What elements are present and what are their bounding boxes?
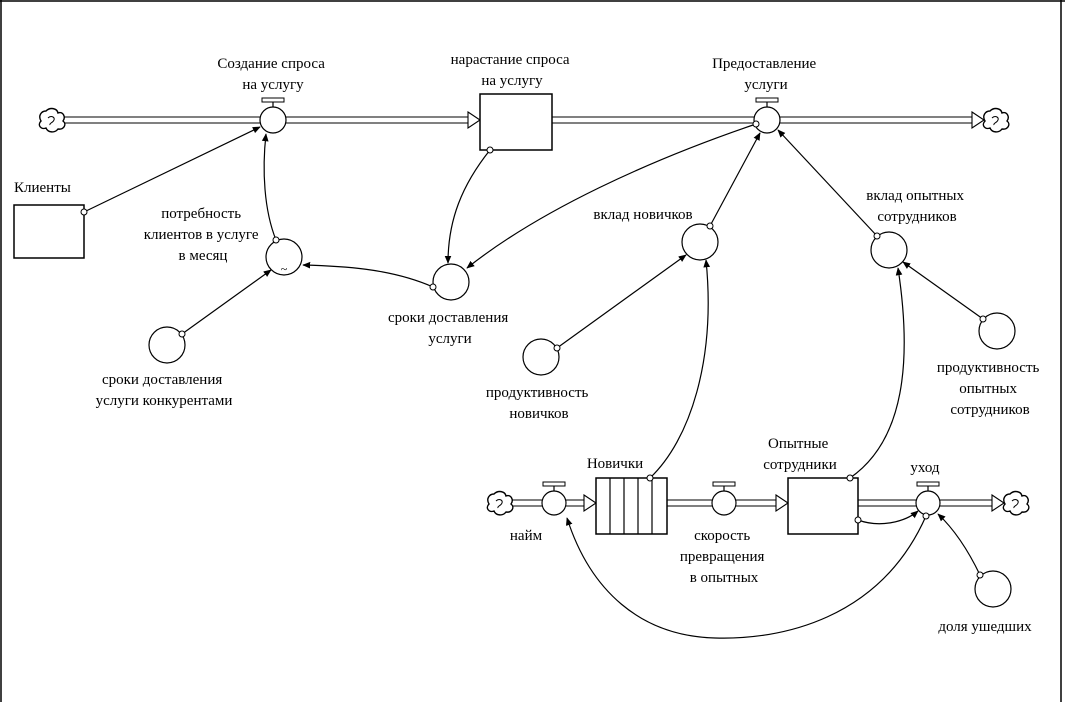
variable-sroki-konkurentov[interactable]	[148, 326, 186, 364]
variable-dolya-ushedshih-label: доля ушедших	[938, 619, 1032, 635]
connector-arrow	[302, 261, 434, 288]
demand-flow-chain: Создание спроса на услугу нарастание спр…	[38, 52, 1010, 151]
variable-produktivnost-novichkov-label: продуктивность новичков	[486, 385, 592, 422]
flow-sozdanie-sprosa[interactable]	[259, 97, 287, 134]
flow-naim[interactable]	[541, 481, 567, 516]
variable-sroki-dostavleniya-label: сроки доставления услуги	[388, 310, 512, 347]
variable-produktivnost-opytnyh[interactable]	[978, 312, 1016, 350]
variable-vklad-novichkov-label: вклад новичков	[593, 207, 692, 223]
variable-vklad-opytnyh[interactable]	[870, 231, 908, 269]
variable-dolya-ushedshih[interactable]	[974, 570, 1012, 608]
variable-potrebnost-label: потребность клиентов в услуге в месяц	[144, 206, 263, 264]
flow-sozdanie-label: Создание спроса на услугу	[217, 56, 328, 93]
flow-valve-icon	[753, 106, 781, 134]
flow-skorost-prevrashcheniya[interactable]	[711, 481, 737, 516]
connector-arrow	[849, 267, 905, 479]
variable-potrebnost[interactable]	[265, 238, 303, 276]
stock-klienty-label: Клиенты	[14, 180, 71, 196]
stock-narastanie-label: нарастание спроса на услугу	[451, 52, 574, 89]
stock-narastanie-sprosa[interactable]	[479, 93, 553, 151]
flow-valve-icon	[541, 490, 567, 516]
connector-arrow	[83, 126, 261, 213]
connector-arrow	[709, 132, 761, 227]
flow-valve-icon	[711, 490, 737, 516]
connector-arrow	[857, 510, 919, 525]
flow-skorost-label: скорость превращения в опытных	[680, 528, 768, 586]
connector-arrow	[902, 261, 984, 320]
staff-flow-chain: найм Новички скорость превращения в опыт…	[486, 436, 1030, 586]
connector-arrow	[466, 123, 757, 269]
flow-uhod-label: уход	[910, 460, 939, 476]
flow-predostavlenie-uslugi[interactable]	[753, 97, 781, 134]
connectors	[80, 120, 987, 639]
connector-arrow	[565, 515, 927, 639]
sink-cloud-icon	[982, 107, 1010, 133]
connector-arrow	[937, 513, 981, 576]
stock-novichki[interactable]	[595, 477, 668, 535]
connector-arrow	[444, 149, 491, 264]
source-cloud-icon	[486, 490, 514, 516]
flow-valve-icon	[259, 106, 287, 134]
stock-novichki-label: Новички	[587, 456, 643, 472]
stock-opytnye-sotrudniki[interactable]	[787, 477, 859, 535]
flow-predostavlenie-label: Предоставление услуги	[712, 56, 820, 93]
variable-produktivnost-opytnyh-label: продуктивность опытных сотрудников	[937, 360, 1043, 418]
flow-naim-label: найм	[510, 528, 543, 544]
stock-klienty[interactable]	[13, 204, 85, 259]
sink-cloud-icon	[1002, 490, 1030, 516]
connector-arrow	[556, 254, 687, 349]
connector-arrow	[261, 133, 277, 241]
flow-valve-icon	[915, 490, 941, 516]
connector-arrow	[649, 259, 711, 479]
variable-vklad-opytnyh-label: вклад опытных сотрудников	[866, 188, 967, 225]
variable-produktivnost-novichkov[interactable]	[522, 338, 560, 376]
stock-opytnye-label: Опытные сотрудники	[763, 436, 837, 473]
lookup-tilde-icon: ~	[281, 262, 288, 276]
connector-arrow	[181, 269, 272, 335]
variable-vklad-novichkov[interactable]	[681, 223, 719, 261]
flow-uhod[interactable]	[915, 481, 941, 516]
connector-arrow	[777, 129, 878, 237]
source-cloud-icon	[38, 107, 66, 133]
variable-sroki-dostavleniya[interactable]	[432, 263, 470, 301]
variable-sroki-konkurentov-label: сроки доставления услуги конкурентами	[96, 372, 233, 409]
